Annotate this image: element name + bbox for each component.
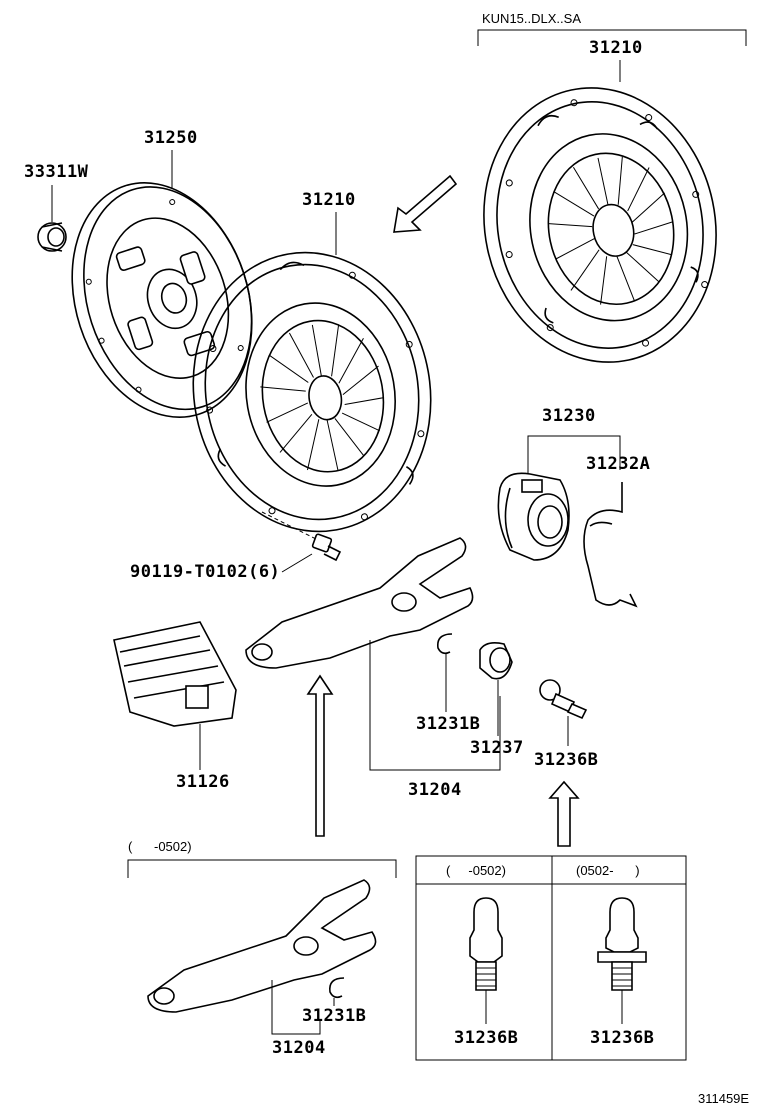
release-fork [245,537,501,771]
label-release-bearing: 31230 [542,406,596,426]
label-clutch-cover-main: 31210 [302,190,356,210]
fork-clip-lower [328,977,345,1006]
label-release-fork-lower: 31204 [272,1038,326,1058]
pivot-old-drawing [469,897,503,1024]
release-bearing-clip [583,482,638,608]
release-bearing [497,472,570,561]
pilot-bearing [37,185,67,252]
fork-clip [436,633,453,712]
lower-range-bracket [127,859,397,878]
label-bolt: 90119-T0102(6) [130,562,281,582]
arrow-up-left [306,674,334,837]
fork-seat [479,642,513,736]
box-right-header: (0502- ) [576,863,640,878]
release-fork-lower [147,879,377,1035]
label-fork-seat: 31237 [470,738,524,758]
pivot [539,679,588,746]
box-left-header: ( -0502) [446,863,506,878]
variant-bracket [477,29,747,82]
pivot-new-drawing [597,897,647,1024]
label-pivot-new: 31236B [590,1028,655,1048]
clutch-disc [71,182,253,418]
pivot-comparison-table [415,855,687,1061]
release-bearing-bracket [527,435,621,490]
label-pivot: 31236B [534,750,599,770]
label-fork-clip-lower: 31231B [302,1006,367,1026]
arrow-up-right [548,780,580,847]
boot [113,621,237,770]
clutch-cover-main [192,251,432,533]
direction-arrow-diagonal [393,174,458,233]
clutch-cover-variant [483,87,717,363]
bolt [261,511,342,573]
label-release-fork: 31204 [408,780,462,800]
label-pivot-old: 31236B [454,1028,519,1048]
drawing-id: 311459E [698,1091,750,1106]
lower-range-note: ( -0502) [128,839,192,854]
label-fork-clip: 31231B [416,714,481,734]
label-boot: 31126 [176,772,230,792]
variant-note: KUN15..DLX..SA [482,11,581,26]
label-clutch-disc: 31250 [144,128,198,148]
label-release-bearing-clip: 31232A [586,454,651,474]
label-clutch-cover-variant: 31210 [589,38,643,58]
label-pilot-bearing: 33311W [24,162,89,182]
